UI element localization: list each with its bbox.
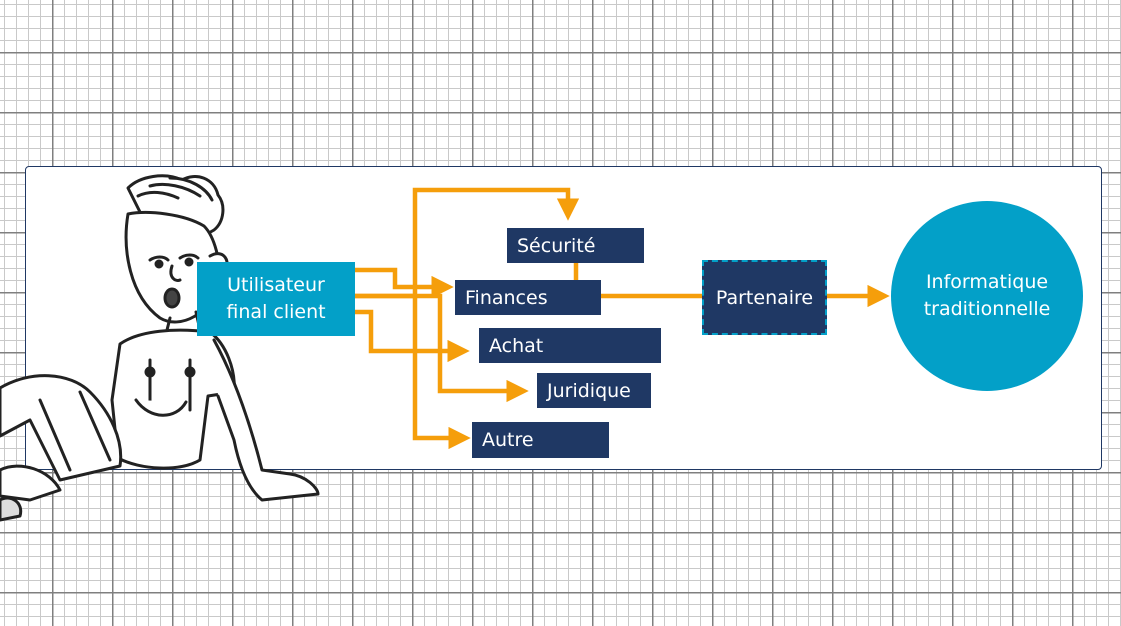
it-label-line1: Informatique xyxy=(925,271,1049,293)
achat-box: Achat xyxy=(479,328,661,363)
securite-box: Sécurité xyxy=(507,228,644,263)
arrow-to-achat xyxy=(355,309,470,363)
person-illustration xyxy=(0,174,320,522)
partenaire-label: Partenaire xyxy=(715,286,814,309)
user-label-line2: final client xyxy=(226,301,326,323)
autre-label: Autre xyxy=(482,429,534,451)
finances-label: Finances xyxy=(465,286,548,309)
juridique-label: Juridique xyxy=(547,379,631,402)
it-label-line2: traditionnelle xyxy=(923,298,1051,320)
it-circle: Informatique traditionnelle xyxy=(891,201,1083,391)
autre-box: Autre xyxy=(472,422,609,458)
securite-label: Sécurité xyxy=(517,234,596,257)
arrow-to-finances xyxy=(355,267,454,299)
user-box: Utilisateur final client xyxy=(197,262,355,336)
partenaire-box: Partenaire xyxy=(702,260,827,335)
juridique-box: Juridique xyxy=(537,373,651,408)
user-label-line1: Utilisateur xyxy=(227,274,325,296)
achat-label: Achat xyxy=(489,334,544,357)
finances-box: Finances xyxy=(455,280,601,315)
arrow-to-juridique xyxy=(355,293,529,403)
arrow-to-autre xyxy=(412,296,471,450)
